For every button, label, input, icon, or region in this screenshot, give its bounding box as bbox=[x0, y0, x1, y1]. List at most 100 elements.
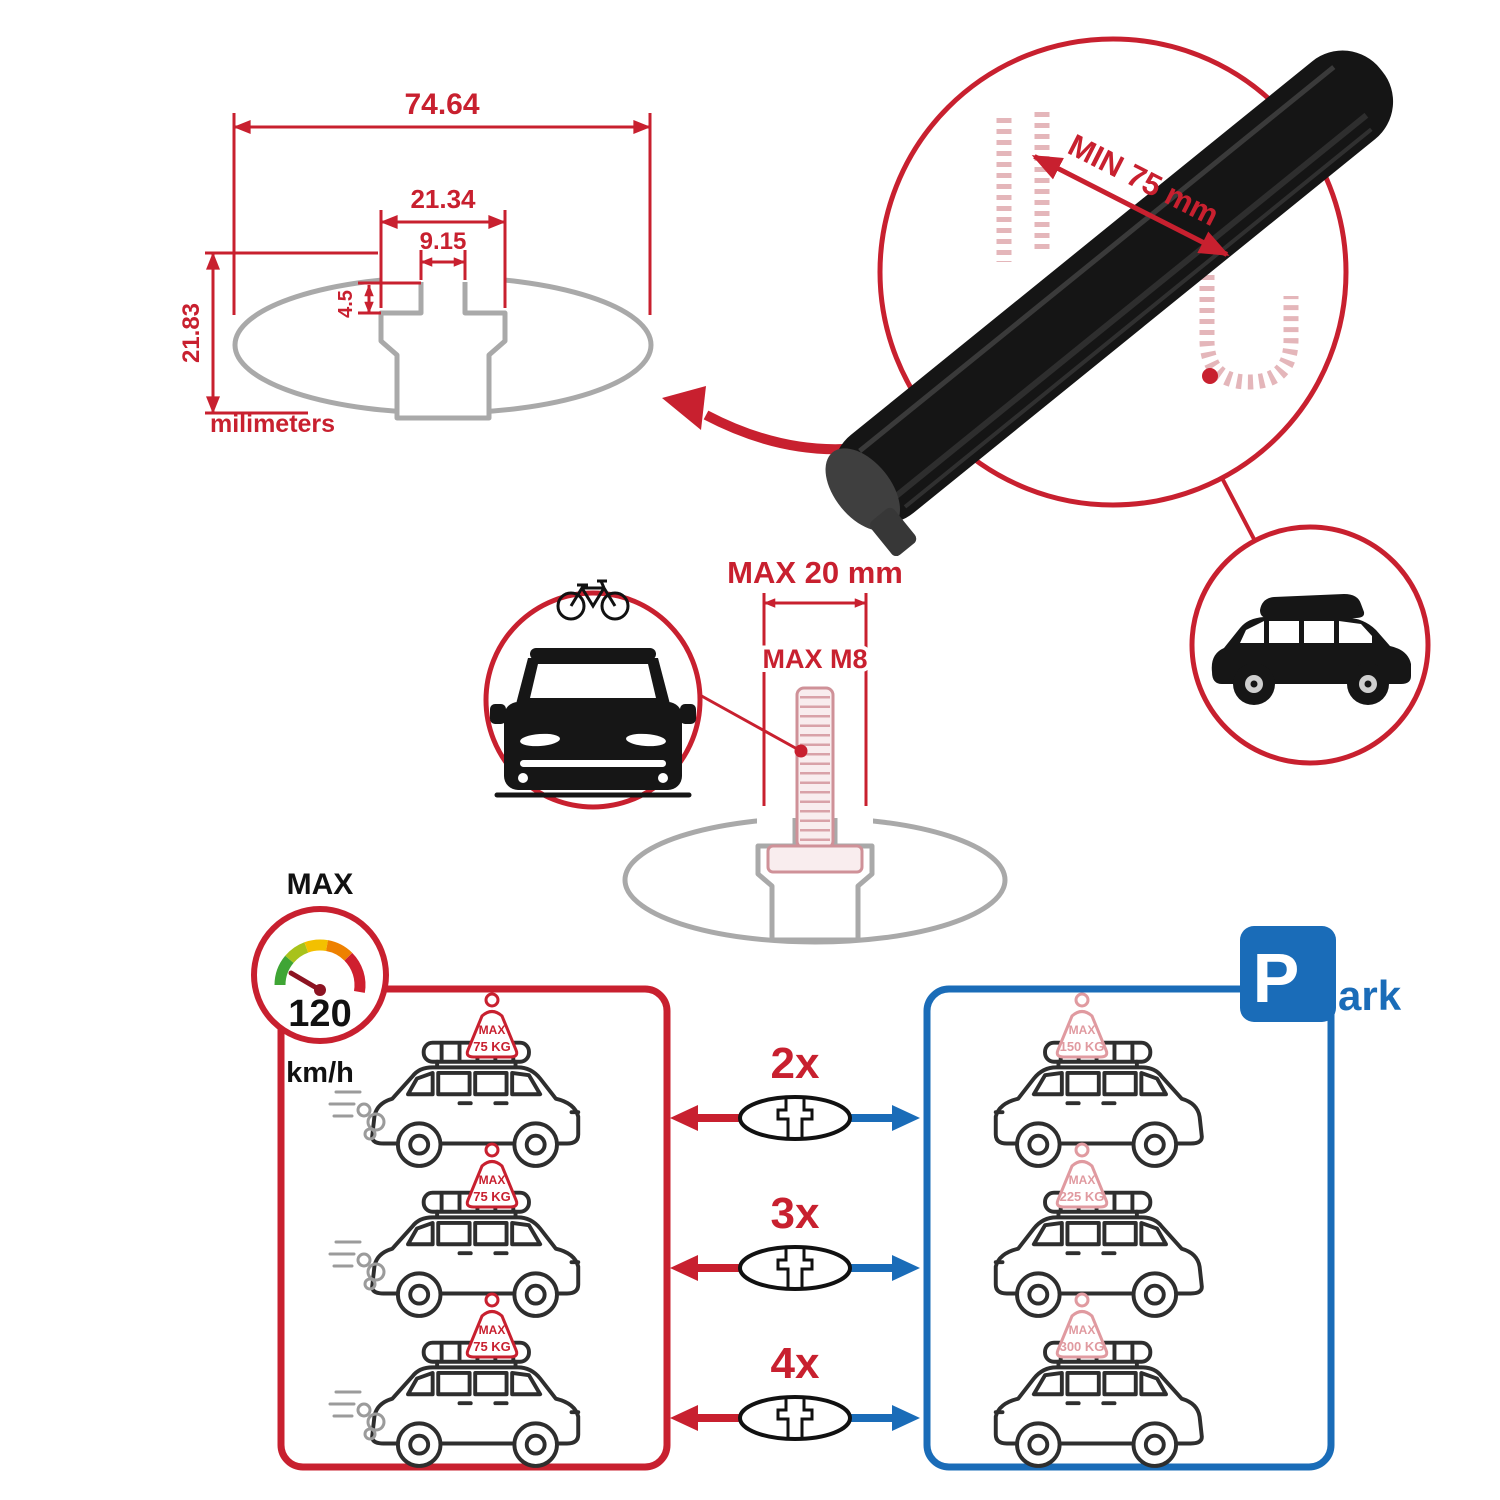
speed-limit-gauge: MAX 120 km/h bbox=[251, 868, 389, 1089]
bolt-dimension-diagram: MAX 20 mm MAX M8 bbox=[622, 555, 1008, 945]
badge-load: 300 KG bbox=[1060, 1339, 1105, 1354]
pointer-arrow-to-profile bbox=[662, 386, 869, 455]
suv-window bbox=[1339, 621, 1372, 643]
load-badge: MAX 75 KG bbox=[465, 992, 519, 1059]
motion-marks-3 bbox=[328, 1390, 386, 1441]
gauge-segment-orange bbox=[325, 940, 353, 961]
dim-label-slot-outer: 21.34 bbox=[410, 184, 476, 214]
parking-panel bbox=[923, 985, 1335, 1471]
bolt-t-head bbox=[766, 844, 864, 874]
badge-load: 75 KG bbox=[473, 1039, 511, 1054]
u-bolt-dot bbox=[1202, 368, 1218, 384]
parking-car-3 bbox=[993, 1340, 1204, 1468]
badge-spiral bbox=[484, 992, 500, 1008]
badge-spiral bbox=[484, 1292, 500, 1308]
badge-pennant bbox=[465, 1160, 519, 1209]
fog-light bbox=[518, 773, 528, 783]
parking-car-1 bbox=[993, 1040, 1204, 1168]
suv-window bbox=[1269, 621, 1299, 643]
driving-car-1 bbox=[370, 1040, 581, 1168]
crossbar-render bbox=[825, 50, 1394, 557]
crossbar-section-icon-3 bbox=[738, 1395, 852, 1441]
badge-max: MAX bbox=[1069, 1173, 1096, 1187]
count-label-2x: 2x bbox=[771, 1039, 820, 1088]
badge-spiral bbox=[1074, 992, 1090, 1008]
badge-max: MAX bbox=[479, 1173, 506, 1187]
arrow-left-red-head bbox=[670, 1105, 698, 1131]
gauge-segment-green bbox=[274, 955, 294, 986]
side-mirror bbox=[680, 704, 696, 724]
crossbar-groove bbox=[894, 112, 1369, 499]
load-badge: MAX 75 KG bbox=[465, 1142, 519, 1209]
driving-cars: MAX 75 KG MAX 75 KG MAX 75 KG bbox=[328, 992, 581, 1468]
badge-max: MAX bbox=[1069, 1023, 1096, 1037]
badge-pennant bbox=[1055, 1160, 1109, 1209]
badge-pennant bbox=[1055, 1010, 1109, 1059]
badge-load: 150 KG bbox=[1060, 1039, 1105, 1054]
park-sign-ark: ark bbox=[1338, 972, 1402, 1019]
crossbar-groove bbox=[903, 127, 1373, 509]
suv-roofbox-circle bbox=[1189, 524, 1431, 766]
badge-pennant bbox=[1055, 1310, 1109, 1359]
load-badge: MAX 225 KG bbox=[1055, 1142, 1109, 1209]
badge-pennant bbox=[465, 1010, 519, 1059]
t-bolt bbox=[766, 686, 864, 874]
gauge-segment-red bbox=[344, 952, 366, 993]
count-label-4x: 4x bbox=[771, 1339, 820, 1388]
bolt-thread-label: MAX M8 bbox=[762, 644, 867, 674]
suv-wheel-hub bbox=[1250, 680, 1258, 688]
badge-load: 75 KG bbox=[473, 1189, 511, 1204]
bicycle-icon bbox=[556, 579, 630, 621]
suv-window bbox=[1240, 621, 1264, 643]
dim-label-slot-inner: 9.15 bbox=[420, 228, 467, 255]
car-roof bbox=[530, 648, 656, 660]
load-badge: MAX 300 KG bbox=[1055, 1292, 1109, 1359]
driving-panel bbox=[277, 985, 671, 1471]
arrow-right-blue-head bbox=[892, 1105, 920, 1131]
gauge-ring bbox=[251, 906, 389, 1044]
crossbar-body bbox=[832, 50, 1394, 524]
dim-label-slot-depth: 4.5 bbox=[335, 290, 357, 318]
parking-cars: MAX 150 KG MAX 225 KG MAX 300 KG bbox=[993, 992, 1204, 1468]
crossbar-end-stem bbox=[870, 507, 917, 557]
badge-spiral bbox=[1074, 1142, 1090, 1158]
suv-wheel-hub bbox=[1364, 680, 1372, 688]
u-bolt-bracket bbox=[1199, 242, 1299, 390]
circle-connector-line bbox=[1220, 477, 1257, 542]
profile-dimension-diagram: 74.64 21.34 9.15 4.5 21.83 milimeters bbox=[178, 88, 654, 438]
badge-max: MAX bbox=[479, 1323, 506, 1337]
crossbar-section-icon-2 bbox=[738, 1245, 852, 1291]
profile-channel bbox=[378, 282, 508, 421]
bike-wheel bbox=[556, 591, 586, 621]
bolt-leader-dot bbox=[794, 744, 808, 758]
driving-car-3 bbox=[370, 1340, 581, 1468]
car-front-body bbox=[504, 702, 682, 790]
badge-pennant bbox=[465, 1310, 519, 1359]
suv-with-roofbox bbox=[1211, 594, 1411, 705]
gauge-segment-yellowgreen bbox=[285, 942, 309, 964]
arrow-left-red-head bbox=[670, 1255, 698, 1281]
headlight bbox=[626, 733, 666, 747]
bumper-line bbox=[520, 760, 666, 767]
motion-marks-2 bbox=[328, 1240, 386, 1291]
badge-max: MAX bbox=[479, 1023, 506, 1037]
bolt-max-width-label: MAX 20 mm bbox=[727, 555, 903, 590]
roof-box bbox=[1260, 594, 1365, 618]
min-length-arrow bbox=[1031, 154, 1230, 257]
arrow-head bbox=[662, 386, 706, 430]
badge-load: 225 KG bbox=[1060, 1189, 1105, 1204]
badge-load: 75 KG bbox=[473, 1339, 511, 1354]
gauge-unit: km/h bbox=[286, 1057, 354, 1089]
dim-label-total-width: 74.64 bbox=[404, 88, 479, 121]
units-label: milimeters bbox=[210, 410, 335, 438]
fog-light bbox=[658, 773, 668, 783]
park-sign-p: P bbox=[1253, 939, 1300, 1017]
crossbar-detail-circle: MIN 75 mm bbox=[825, 36, 1394, 557]
bike-frame bbox=[569, 579, 617, 609]
count-label-3x: 3x bbox=[771, 1189, 820, 1238]
load-badge: MAX 150 KG bbox=[1055, 992, 1109, 1059]
gauge-needle-pivot bbox=[314, 984, 326, 996]
arrow-right-blue-head bbox=[892, 1255, 920, 1281]
